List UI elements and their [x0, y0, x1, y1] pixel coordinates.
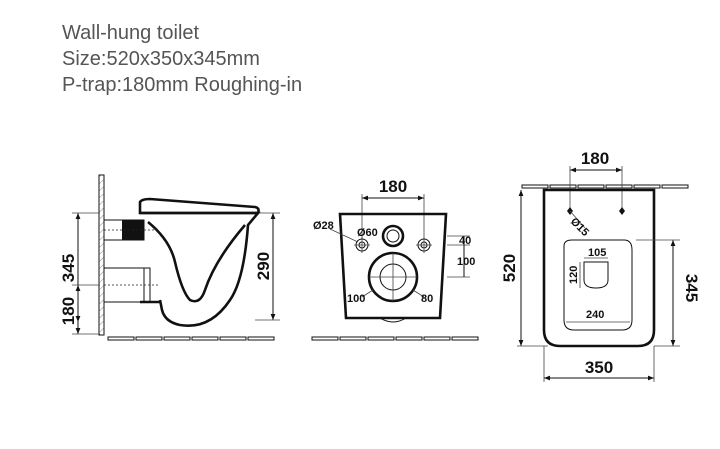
dim-290-side: 290 [254, 252, 273, 280]
dim-40-rear: 40 [459, 235, 471, 247]
dim-345-top: 345 [682, 274, 701, 302]
inlet-hole [381, 224, 405, 248]
side-view: 345 180 290 [59, 174, 280, 341]
floor-line-rear [311, 336, 479, 341]
bowl-opening [563, 239, 633, 331]
dim-100-rear-left: 100 [347, 293, 365, 305]
dim-180-side: 180 [59, 297, 78, 325]
dim-180-rear: 180 [379, 177, 407, 196]
product-title: Wall-hung toilet [62, 22, 200, 44]
dim-180-top: 180 [581, 149, 609, 168]
floor-line-side [107, 336, 275, 341]
dim-100-rear-right: 100 [457, 256, 475, 268]
bowl-outline [140, 211, 261, 328]
dim-350-top: 350 [585, 358, 613, 377]
dim-105-top: 105 [588, 247, 606, 259]
bowl-inner [147, 220, 246, 303]
product-size: Size:520x350x345mm [62, 48, 260, 70]
rear-body [338, 212, 448, 320]
seat-lid [138, 197, 260, 215]
top-body [542, 188, 656, 348]
dim-520-top: 520 [500, 254, 519, 282]
dim-240-top: 240 [586, 309, 604, 321]
drain-outline [583, 261, 609, 289]
dim-120-top: 120 [568, 266, 580, 284]
wall-hatch [99, 175, 104, 335]
dim-d15: Ø15 [568, 216, 591, 239]
rear-view: 180 Ø28 Ø60 40 100 100 [311, 177, 479, 341]
dim-d28: Ø28 [313, 220, 334, 232]
top-view: 180 Ø15 105 120 240 520 345 350 [500, 149, 701, 382]
product-info: Wall-hung toilet Size:520x350x345mm P-tr… [62, 20, 302, 98]
product-ptrap: P-trap:180mm Roughing-in [62, 74, 303, 96]
dim-d60: Ø60 [357, 227, 378, 239]
bolt-marker-right [619, 207, 625, 215]
dim-80-rear: 80 [421, 293, 433, 305]
wall-line-top [521, 184, 689, 189]
dim-345-side: 345 [59, 254, 78, 282]
